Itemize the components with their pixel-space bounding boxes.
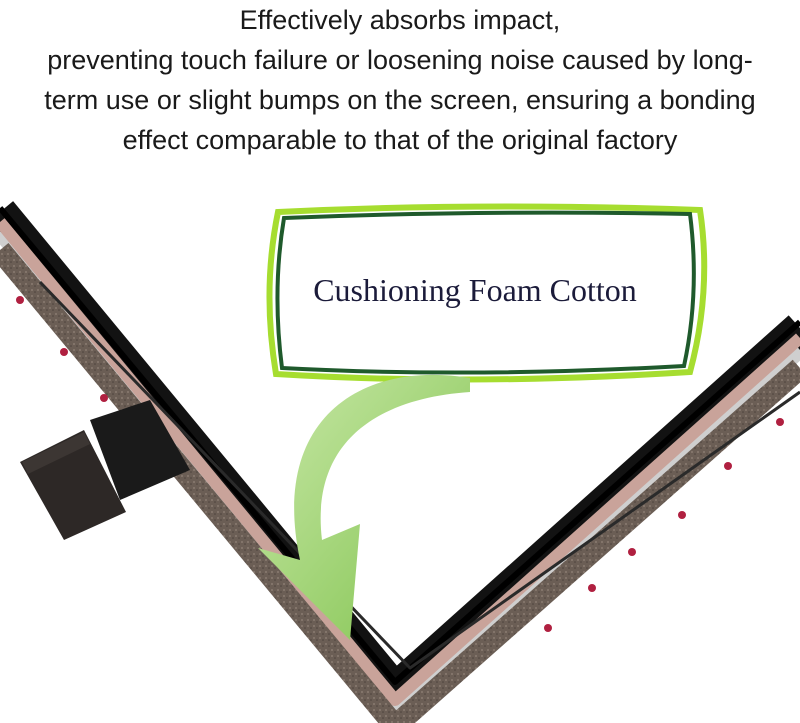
red-markings — [16, 296, 784, 632]
flex-cable-connector — [20, 400, 190, 540]
headline-line-1: Effectively absorbs impact, — [239, 5, 561, 35]
headline-line-3: term use or slight bumps on the screen, … — [44, 85, 756, 115]
headline-line-2: preventing touch failure or loosening no… — [47, 45, 753, 75]
curved-arrow — [258, 374, 470, 640]
callout-label: Cushioning Foam Cotton — [313, 272, 637, 308]
headline-line-4: effect comparable to that of the origina… — [122, 125, 678, 155]
screen-frame — [0, 201, 800, 723]
headline-text: Effectively absorbs impact, preventing t… — [0, 0, 800, 160]
callout-box — [266, 203, 708, 383]
